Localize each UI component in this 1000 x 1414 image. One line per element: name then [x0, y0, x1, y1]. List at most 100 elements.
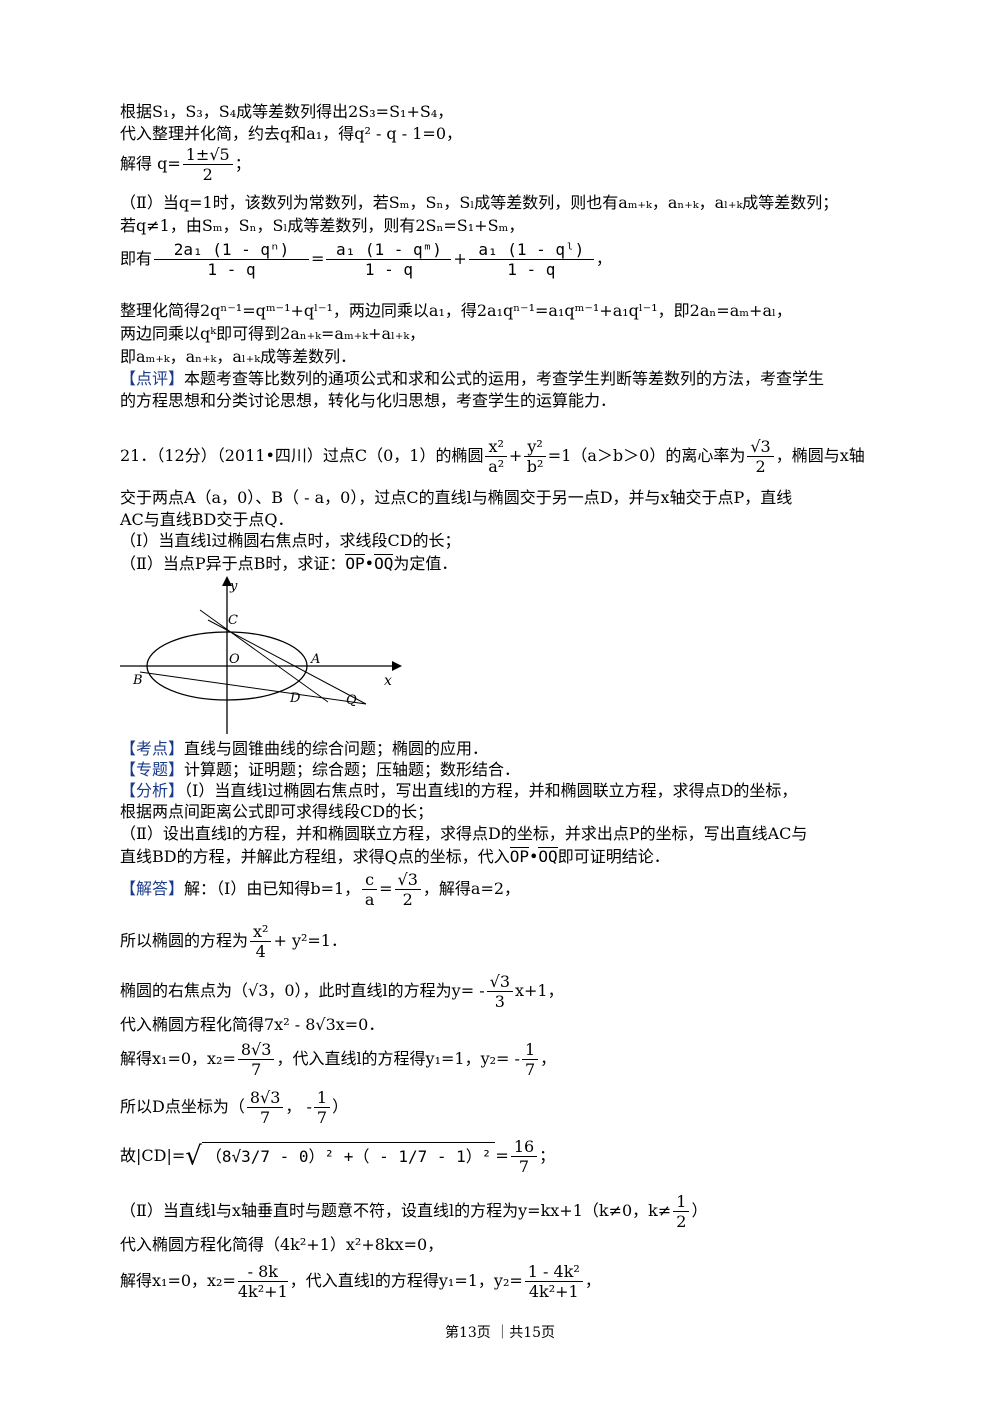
text: ；	[234, 154, 251, 173]
denominator: 1 - q	[207, 260, 256, 279]
dot: •	[528, 847, 539, 866]
text: 解得x₁=0，x₂=	[120, 1049, 236, 1068]
text-line: 两边同乘以qᵏ即可得到2aₙ₊ₖ=aₘ₊ₖ+aₗ₊ₖ，	[120, 324, 426, 343]
denominator: 2	[676, 1212, 687, 1231]
text: 解得x₁=0，x₂=	[120, 1271, 236, 1290]
text: 本题考查等比数列的通项公式和求和公式的运用，考查学生判断等差数列的方法，考查学生	[184, 369, 825, 388]
denominator: a²	[488, 457, 505, 476]
text: （I）当直线l过椭圆右焦点时，写出直线l的方程，并和椭圆联立方程，求得点D的坐标…	[184, 781, 798, 800]
denominator: 1 - q	[507, 260, 556, 279]
text: 直线与圆锥曲线的综合问题；椭圆的应用．	[184, 739, 489, 758]
text: 直线BD的方程，并解此方程组，求得Q点的坐标，代入	[120, 847, 510, 866]
text: ，解得a=2，	[422, 879, 521, 898]
text-line: 若q≠1，由Sₘ，Sₙ，Sₗ成等差数列，则有2Sₙ=S₁+Sₘ，	[120, 216, 525, 235]
denominator: 2	[402, 890, 413, 909]
numerator: c	[362, 870, 378, 890]
numerator: a₁ (1 - qᵐ)	[326, 240, 452, 260]
label-q: Q	[346, 693, 357, 708]
numerator: a₁ (1 - qˡ)	[468, 240, 594, 260]
text: ）	[332, 1097, 349, 1116]
numerator: √3	[747, 437, 774, 457]
label-x: x	[384, 673, 392, 689]
numerator: x²	[485, 437, 507, 457]
text: ，椭圆与x轴	[775, 446, 865, 465]
line-ac	[207, 619, 367, 705]
text: ）	[691, 1201, 708, 1220]
equals: =	[379, 879, 393, 898]
text-line: 【点评】本题考查等比数列的通项公式和求和公式的运用，考查学生判断等差数列的方法，…	[120, 369, 824, 389]
kaodian-tag: 【考点】	[120, 739, 185, 758]
denominator: 4k²+1	[237, 1282, 288, 1301]
text-line: （Ⅱ）当点P异于点B时，求证：OP•OQ为定值．	[120, 554, 457, 574]
text: 即有	[120, 249, 153, 268]
equals: =	[311, 249, 325, 268]
denominator: 4	[255, 942, 266, 961]
ellipse	[146, 631, 308, 701]
text-line: 【分析】（I）当直线l过椭圆右焦点时，写出直线l的方程，并和椭圆联立方程，求得点…	[120, 781, 797, 801]
radical-sign: √	[185, 1141, 202, 1172]
denominator: 7	[316, 1108, 328, 1127]
vector-op: OP	[345, 554, 365, 573]
text: =1（a＞b＞0）的离心率为	[547, 446, 746, 465]
text: 解：（I）由已知得b=1，	[184, 879, 361, 898]
numerator: 1	[313, 1088, 331, 1108]
numerator: √3	[486, 972, 513, 992]
text-line: （Ⅱ）当q=1时，该数列为常数列，若Sₘ，Sₙ，Sₗ成等差数列，则也有aₘ₊ₖ，…	[120, 193, 839, 212]
denominator: 3	[494, 992, 505, 1011]
denominator: 2	[755, 457, 766, 476]
vector-oq: OQ	[538, 847, 558, 866]
text-line: （Ⅱ）当直线l与x轴垂直时与题意不符，设直线l的方程为y=kx+1（k≠0，k≠…	[120, 1192, 707, 1231]
text: 故|CD|=	[120, 1146, 186, 1165]
text-line: 的方程思想和分类讨论思想，转化与化归思想，考查学生的运算能力．	[120, 391, 617, 410]
label-o: O	[229, 652, 240, 667]
text-line: 整理化简得2qⁿ⁻¹=qᵐ⁻¹+qˡ⁻¹，两边同乘以a₁，得2a₁qⁿ⁻¹=a₁…	[120, 301, 792, 320]
denominator: a	[364, 890, 375, 909]
line-l	[199, 609, 329, 703]
text-line: 即aₘ₊ₖ，aₙ₊ₖ，aₗ₊ₖ成等差数列．	[120, 347, 357, 366]
dot: •	[364, 554, 375, 573]
text-line: AC与直线BD交于点Q．	[120, 510, 294, 529]
radicand: （8√3/7 - 0）² +（ - 1/7 - 1）²	[201, 1142, 496, 1171]
fenxi-tag: 【分析】	[120, 781, 185, 800]
numerator: x²	[250, 922, 272, 942]
text: ，	[584, 1271, 601, 1290]
numerator: 16	[510, 1137, 538, 1157]
numerator: y²	[524, 437, 546, 457]
text: ；	[539, 1146, 556, 1165]
ellipse-figure: y x C O A B D Q	[120, 576, 402, 734]
line-bd	[139, 671, 367, 705]
numerator: 1 - 4k²	[524, 1262, 583, 1282]
text-line: 根据两点间距离公式即可求得线段CD的长；	[120, 802, 434, 821]
text-line: 【专题】计算题；证明题；综合题；压轴题；数形结合．	[120, 760, 520, 780]
text: 解得 q=	[120, 154, 181, 173]
denominator: 7	[260, 1108, 271, 1127]
text: 计算题；证明题；综合题；压轴题；数形结合．	[184, 760, 521, 779]
label-d: D	[289, 691, 301, 706]
y-axis-arrow	[222, 576, 232, 586]
numerator: 1	[521, 1040, 539, 1060]
numerator: 1±√5	[182, 145, 233, 165]
numerator: - 8k	[237, 1262, 288, 1282]
text: 21．（12分）（2011•四川）过点C（0，1）的椭圆	[120, 446, 484, 465]
text: 为定值．	[393, 554, 458, 573]
text: ，	[540, 1049, 557, 1068]
label-b: B	[132, 673, 143, 688]
fraction: 2a₁ (1 - qⁿ)1 - q	[154, 240, 310, 279]
comment-tag: 【点评】	[120, 369, 185, 388]
text: 椭圆的右焦点为（√3，0），此时直线l的方程为y= -	[120, 981, 485, 1000]
text-line: 【考点】直线与圆锥曲线的综合问题；椭圆的应用．	[120, 739, 488, 759]
